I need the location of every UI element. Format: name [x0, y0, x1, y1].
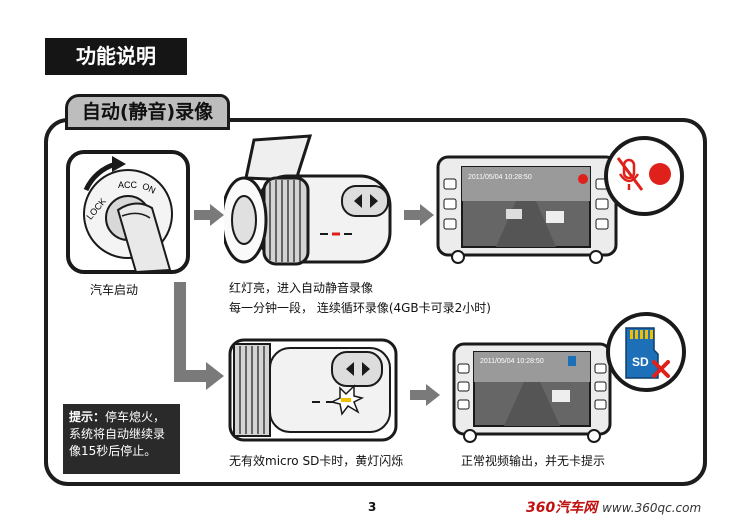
- camera-caption-line1: 红灯亮，进入自动静音录像: [229, 281, 374, 295]
- mute-record-bubble: [604, 136, 684, 216]
- screen2-timestamp: 2011/05/04 10:28:50: [480, 358, 544, 365]
- section-tab-title: 自动(静音)录像: [65, 94, 230, 130]
- watermark: 360汽车网 www.360qc.com: [526, 497, 701, 517]
- screen1-timestamp: 2011/05/04 10:28:50: [468, 174, 532, 181]
- tip-label: 提示：: [69, 410, 106, 424]
- cross-icon: [652, 360, 670, 378]
- watermark-url: www.360qc.com: [602, 501, 702, 515]
- sd-card-icon: SD: [625, 327, 659, 379]
- dash-camera-illustration: [224, 134, 392, 266]
- ignition-key-illustration: LOCK ACC ON: [66, 150, 190, 274]
- camera-caption-line2: 每一分钟一段， 连续循环录像(4GB卡可录2小时): [229, 301, 491, 315]
- car-display-no-card-illustration: 2011/05/04 10:28:50: [452, 342, 612, 443]
- page-title: 功能说明: [45, 38, 187, 75]
- output-caption: 正常视频输出，并无卡提示: [461, 454, 606, 468]
- path-arrow-icon: [174, 282, 224, 390]
- page-number: 3: [368, 500, 377, 514]
- no-card-caption: 无有效micro SD卡时，黄灯闪烁: [229, 454, 404, 468]
- mic-muted-icon: [616, 157, 644, 191]
- sd-card-label: SD: [632, 355, 649, 369]
- no-sd-card-bubble: SD: [606, 312, 686, 392]
- tip-text: 停车熄火，系统将自动继续录像15秒后停止。: [69, 410, 166, 458]
- record-dot-icon: [649, 163, 671, 185]
- car-display-illustration: 2011/05/04 10:28:50: [436, 155, 618, 264]
- ignition-caption: 汽车启动: [90, 283, 139, 297]
- tip-note: 提示：停车熄火，系统将自动继续录像15秒后停止。: [63, 404, 180, 474]
- arrow-right-icon: [410, 384, 440, 406]
- watermark-brand: 360汽车网: [526, 500, 598, 516]
- camera-closeup-illustration: [228, 338, 398, 442]
- arrow-right-icon: [404, 204, 434, 226]
- section-frame: [44, 118, 707, 486]
- acc-label: ACC: [118, 180, 138, 190]
- arrow-right-icon: [194, 204, 224, 226]
